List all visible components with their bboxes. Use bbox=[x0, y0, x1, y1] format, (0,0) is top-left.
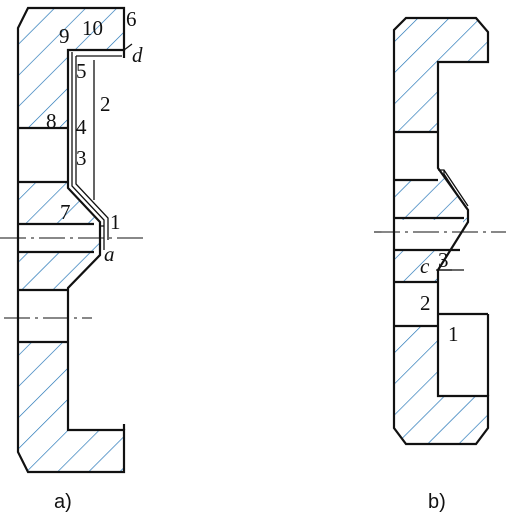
label-7: 7 bbox=[60, 200, 71, 224]
label-5: 5 bbox=[76, 59, 87, 83]
figure-a-band-upper bbox=[19, 128, 67, 182]
label-1b: 1 bbox=[448, 322, 459, 346]
figure-b-band-upper bbox=[395, 132, 437, 180]
label-8: 8 bbox=[46, 109, 57, 133]
label-3b: 3 bbox=[438, 248, 449, 272]
label-c: c bbox=[420, 254, 430, 278]
caption-a: a) bbox=[54, 491, 72, 513]
figure-b-band-bore bbox=[395, 220, 463, 250]
figure-b-cavity bbox=[439, 314, 487, 396]
label-d: d bbox=[132, 43, 143, 67]
label-10: 10 bbox=[82, 16, 103, 40]
figure-a-band-lower bbox=[19, 290, 67, 342]
figure-b: c 3 2 1 b) bbox=[374, 16, 506, 513]
label-2: 2 bbox=[100, 92, 111, 116]
label-9: 9 bbox=[59, 24, 70, 48]
label-3: 3 bbox=[76, 146, 87, 170]
label-a: a bbox=[104, 242, 115, 266]
figure-b-band-lower bbox=[395, 282, 437, 326]
figure-a: 9 10 6 d 5 2 8 4 3 7 1 a a) bbox=[0, 6, 148, 513]
label-4: 4 bbox=[76, 115, 87, 139]
caption-b: b) bbox=[428, 491, 446, 513]
label-1: 1 bbox=[110, 210, 121, 234]
label-6: 6 bbox=[126, 7, 137, 31]
label-2b: 2 bbox=[420, 291, 431, 315]
